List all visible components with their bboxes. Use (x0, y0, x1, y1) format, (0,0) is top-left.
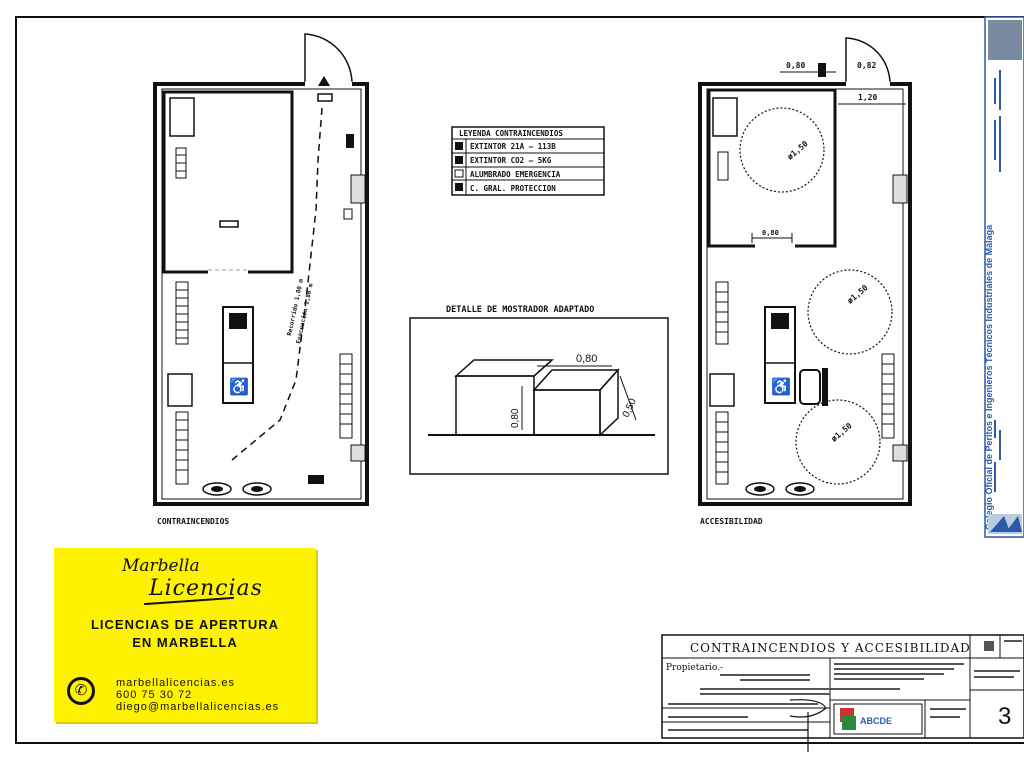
detail-dim-width: 0,80 (576, 353, 597, 365)
door-dim-top: 0,82 (857, 61, 876, 70)
accessibility-plan-title: ACCESIBILIDAD (700, 517, 763, 526)
corridor-dim: 1,20 (858, 93, 877, 102)
legend-row-3: ALUMBRADO EMERGENCIA (470, 170, 561, 179)
turning-circle-3-label: ø1,50 (830, 421, 854, 443)
svg-text:♿: ♿ (771, 377, 791, 396)
counter-detail: DETALLE DE MOSTRADOR ADAPTADO 0,80 0,80 … (409, 305, 669, 475)
legend-title: LEYENDA CONTRAINCENDIOS (459, 129, 563, 138)
ad-email-link[interactable]: diego@marbellalicencias.es (116, 701, 280, 713)
propietario-label: Propietario.- (666, 663, 723, 673)
accessibility-plan: 0,80 0,80 0,82 1,20 ø1,50 ø1,50 ø1,50 (698, 37, 912, 506)
title-block-title: CONTRAINCENDIOS Y ACCESIBILIDAD (690, 641, 971, 655)
svg-text:ABCDE: ABCDE (860, 716, 892, 726)
toilet-door-dim: 0,80 (762, 229, 779, 237)
ad-phone-link[interactable]: 600 75 30 72 (116, 689, 193, 701)
sheet-number: 3 (998, 703, 1011, 730)
fire-plan-title: CONTRAINCENDIOS (157, 517, 229, 526)
college-stamp: Colegio Oficial de Peritos e Ingenieros … (984, 16, 1024, 538)
fire-legend: LEYENDA CONTRAINCENDIOS EXTINTOR 21A — 1… (451, 126, 605, 196)
phone-icon: ✆ (67, 677, 95, 705)
advert-box[interactable]: Marbella Licencias LICENCIAS DE APERTURA… (54, 548, 316, 722)
legend-row-1: EXTINTOR 21A — 113B (470, 142, 556, 151)
qr-code (988, 20, 1022, 60)
ad-website-link[interactable]: marbellalicencias.es (116, 677, 236, 689)
sheet-frame (15, 16, 1024, 744)
legend-row-2: EXTINTOR CO2 — 5KG (470, 156, 552, 165)
logo-licencias: Licencias (149, 576, 263, 601)
ad-headline-2: EN MARBELLA (132, 635, 238, 650)
door-dim-left: 0,80 (786, 61, 805, 70)
legend-row-4: C. GRAL. PROTECCION (470, 184, 556, 193)
turning-circle-2-label: ø1,50 (846, 283, 870, 305)
detail-dim-height: 0,80 (510, 408, 521, 428)
detail-title: DETALLE DE MOSTRADOR ADAPTADO (446, 305, 594, 315)
title-block: CONTRAINCENDIOS Y ACCESIBILIDAD Propieta… (661, 634, 1024, 752)
stamp-vertical-text: Colegio Oficial de Peritos e Ingenieros … (984, 224, 994, 530)
fire-plan: ♿ Recorrido 1,80 m Evacuación 1,80 m (153, 33, 369, 506)
ad-headline-1: LICENCIAS DE APERTURA (90, 617, 280, 632)
logo-marbella: Marbella (122, 556, 200, 576)
turning-circle-1-label: ø1,50 (786, 139, 810, 161)
svg-text:♿: ♿ (229, 377, 249, 396)
